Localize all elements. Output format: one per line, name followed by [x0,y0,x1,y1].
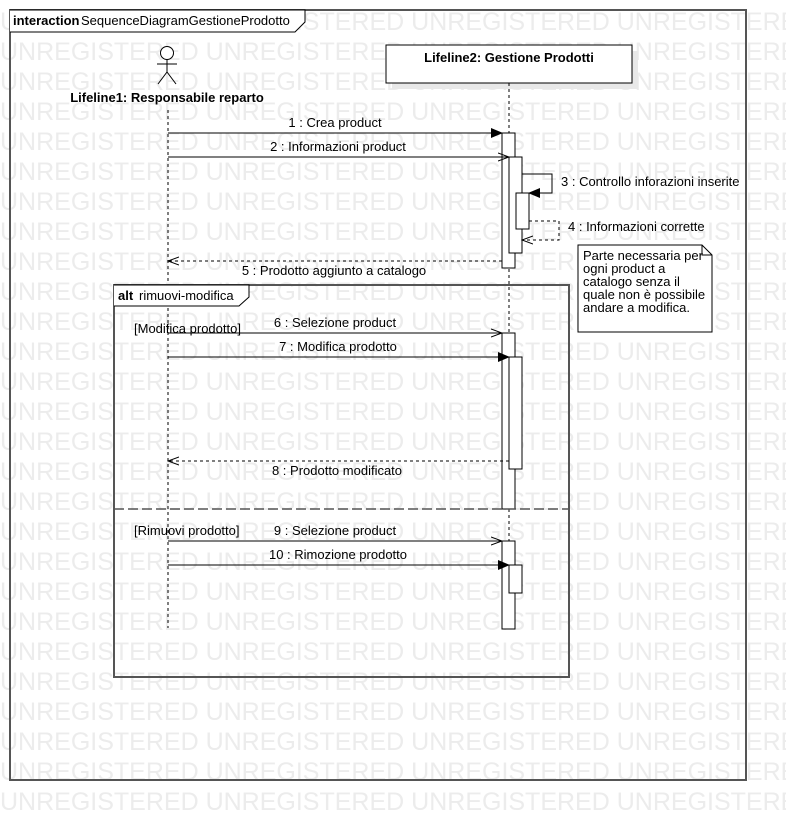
watermark-text: UNREGISTERED UNREGISTERED UNREGISTERED U… [0,548,786,576]
message-5[interactable]: 5 : Prodotto aggiunto a catalogo [168,261,502,278]
alt-fragment-name: rimuovi-modifica [139,288,234,303]
watermark-text: UNREGISTERED UNREGISTERED UNREGISTERED U… [0,638,786,666]
watermark-text: UNREGISTERED UNREGISTERED UNREGISTERED U… [0,188,786,216]
message-8-label: 8 : Prodotto modificato [272,463,402,478]
watermark-text: UNREGISTERED UNREGISTERED UNREGISTERED U… [0,488,786,516]
message-2[interactable]: 2 : Informazioni product [168,139,509,157]
watermark-text: UNREGISTERED UNREGISTERED UNREGISTERED U… [0,668,786,696]
alt-operator: alt [118,288,134,303]
message-9-label: 9 : Selezione product [274,523,397,538]
watermark-text: UNREGISTERED UNREGISTERED UNREGISTERED U… [0,788,786,816]
message-3-label: 3 : Controllo inforazioni inserite [561,174,739,189]
interaction-frame [9,9,747,781]
message-7[interactable]: 7 : Modifica prodotto [168,339,510,362]
watermark-text: UNREGISTERED UNREGISTERED UNREGISTERED U… [0,578,786,606]
message-4-label: 4 : Informazioni corrette [568,219,705,234]
system-lifeline-label: Lifeline2: Gestione Prodotti [424,50,594,65]
watermark-text: UNREGISTERED UNREGISTERED UNREGISTERED U… [0,158,786,186]
watermark-text: UNREGISTERED UNREGISTERED UNREGISTERED U… [0,338,786,366]
message-4[interactable]: 4 : Informazioni corrette [522,219,705,240]
note-line: ogni product a [583,261,666,276]
watermark-text: UNREGISTERED UNREGISTERED UNREGISTERED U… [0,98,786,126]
watermark-text: UNREGISTERED UNREGISTERED UNREGISTERED U… [0,398,786,426]
guard-modifica: [Modifica prodotto] [134,321,241,336]
activation-bar [508,564,523,594]
message-8[interactable]: 8 : Prodotto modificato [168,461,509,478]
watermark-text: UNREGISTERED UNREGISTERED UNREGISTERED U… [0,608,786,636]
message-3[interactable]: 3 : Controllo inforazioni inserite [522,173,739,198]
activation-bar [508,356,523,470]
message-7-label: 7 : Modifica prodotto [279,339,397,354]
note[interactable]: Parte necessaria per ogni product a cata… [577,244,713,333]
note-line: andare a modifica. [583,300,690,315]
message-1[interactable]: 1 : Crea product [168,115,503,138]
watermark-text: UNREGISTERED UNREGISTERED UNREGISTERED U… [0,698,786,726]
actor-icon[interactable] [157,46,177,85]
activation-bar [515,192,530,230]
watermark-text: UNREGISTERED UNREGISTERED UNREGISTERED U… [0,758,786,786]
alt-fragment-tab [114,284,250,307]
watermark-layer: UNREGISTERED UNREGISTERED UNREGISTERED U… [0,8,786,816]
frame-title: SequenceDiagramGestioneProdotto [81,13,290,28]
message-5-label: 5 : Prodotto aggiunto a catalogo [242,263,426,278]
guard-rimuovi: [Rimuovi prodotto] [134,523,240,538]
message-1-label: 1 : Crea product [288,115,382,130]
note-line: Parte necessaria per [583,248,704,263]
watermark-text: UNREGISTERED UNREGISTERED UNREGISTERED U… [0,728,786,756]
alt-fragment [113,284,570,678]
actor-lifeline-label: Lifeline1: Responsabile reparto [70,90,264,105]
note-line: quale non è possibile [583,287,705,302]
message-2-label: 2 : Informazioni product [270,139,406,154]
note-line: catalogo senza il [583,274,680,289]
watermark-text: UNREGISTERED UNREGISTERED UNREGISTERED U… [0,368,786,396]
frame-keyword: interaction [13,13,80,28]
message-10[interactable]: 10 : Rimozione prodotto [168,547,510,570]
message-10-label: 10 : Rimozione prodotto [269,547,407,562]
watermark-text: UNREGISTERED UNREGISTERED UNREGISTERED U… [0,458,786,486]
message-9[interactable]: 9 : Selezione product [168,523,502,541]
watermark-text: UNREGISTERED UNREGISTERED UNREGISTERED U… [0,428,786,456]
message-6-label: 6 : Selezione product [274,315,397,330]
frame-tab [10,9,306,33]
message-6[interactable]: 6 : Selezione product [168,315,502,333]
watermark-text: UNREGISTERED UNREGISTERED UNREGISTERED U… [0,218,786,246]
